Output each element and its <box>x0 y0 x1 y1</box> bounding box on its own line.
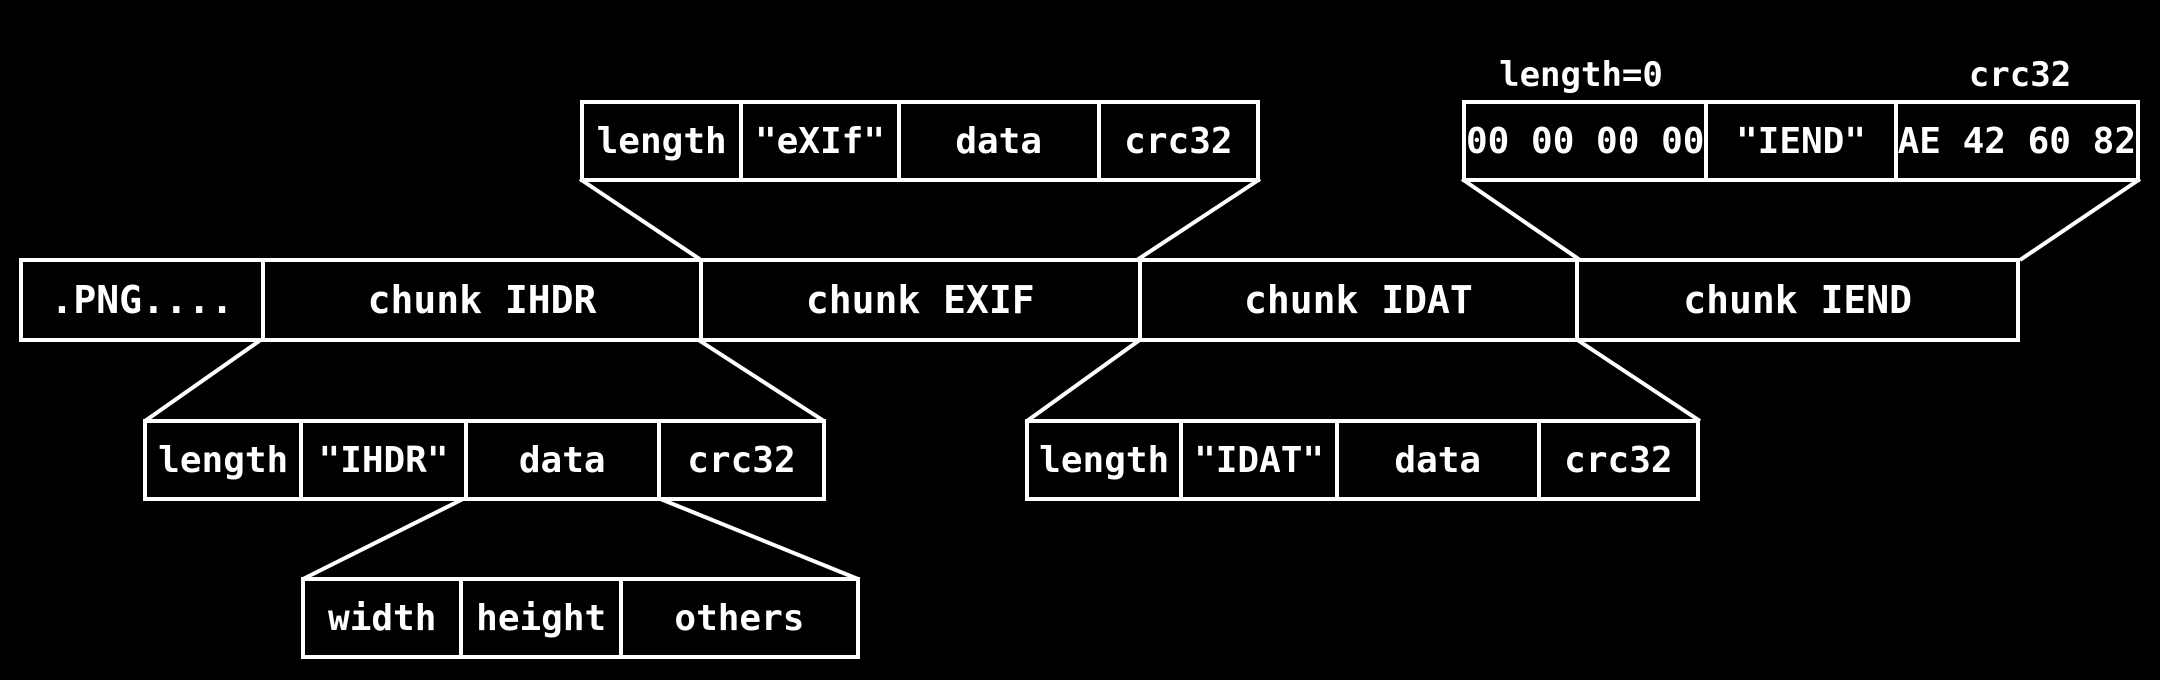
idat-chunk-detail-row: length "IDAT" data crc32 <box>1025 419 1700 501</box>
chunk-iend-box: chunk IEND <box>1579 262 2016 338</box>
png-file-row: .PNG.... chunk IHDR chunk EXIF chunk IDA… <box>19 258 2020 342</box>
ihdr-others-cell: others <box>622 581 856 655</box>
connector-idat-left <box>1025 337 1143 423</box>
ihdr-type-cell: "IHDR" <box>303 423 464 497</box>
iend-chunk-detail-row: 00 00 00 00 "IEND" AE 42 60 82 <box>1462 100 2140 182</box>
chunk-idat-box: chunk IDAT <box>1141 262 1576 338</box>
connector-ihdr-left <box>143 337 264 423</box>
idat-length-cell: length <box>1029 423 1180 497</box>
png-signature-box: .PNG.... <box>23 262 262 338</box>
exif-type-cell: "eXIf" <box>743 104 897 178</box>
chunk-ihdr-box: chunk IHDR <box>265 262 699 338</box>
iend-length-label: length=0 <box>1499 55 1663 95</box>
ihdr-length-cell: length <box>147 423 300 497</box>
connector-iend-right <box>2018 177 2142 262</box>
connector-exif-left <box>578 177 703 262</box>
exif-chunk-detail-row: length "eXIf" data crc32 <box>580 100 1260 182</box>
iend-type-cell: "IEND" <box>1708 104 1894 178</box>
ihdr-chunk-detail-row: length "IHDR" data crc32 <box>143 419 826 501</box>
chunk-exif-box: chunk EXIF <box>702 262 1138 338</box>
connector-ihdr-data-right <box>657 496 859 581</box>
ihdr-data-cell: data <box>467 423 657 497</box>
connector-exif-right <box>1135 177 1262 262</box>
connector-ihdr-data-left <box>302 496 466 581</box>
idat-crc32-cell: crc32 <box>1540 423 1696 497</box>
ihdr-data-detail-row: width height others <box>301 577 860 659</box>
exif-crc32-cell: crc32 <box>1100 104 1257 178</box>
iend-crc32-bytes-cell: AE 42 60 82 <box>1897 104 2136 178</box>
ihdr-height-cell: height <box>463 581 619 655</box>
iend-length-bytes-cell: 00 00 00 00 <box>1466 104 1705 178</box>
iend-crc32-label: crc32 <box>1968 55 2072 95</box>
exif-data-cell: data <box>900 104 1097 178</box>
ihdr-width-cell: width <box>305 581 460 655</box>
connector-idat-right <box>1574 337 1702 423</box>
connector-iend-left <box>1460 177 1582 262</box>
idat-type-cell: "IDAT" <box>1183 423 1335 497</box>
exif-length-cell: length <box>584 104 740 178</box>
ihdr-crc32-cell: crc32 <box>660 423 823 497</box>
connector-ihdr-right <box>695 337 826 423</box>
idat-data-cell: data <box>1338 423 1537 497</box>
